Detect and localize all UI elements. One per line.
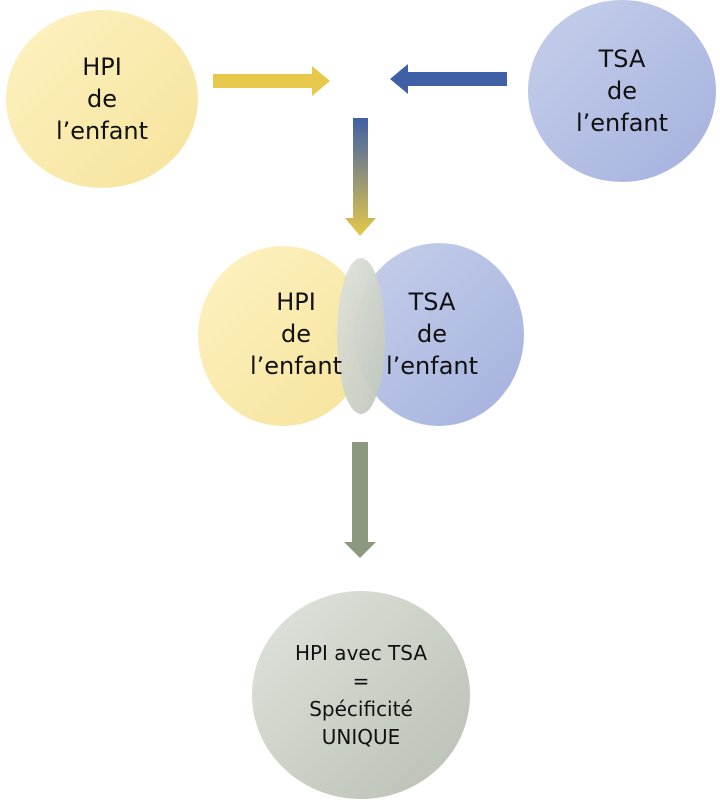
result-line-4: UNIQUE [321, 725, 401, 749]
venn-hpi-label: HPI de l’enfant [248, 286, 344, 382]
venn-overlap [337, 258, 385, 414]
result-line-1: HPI avec TSA [294, 641, 428, 665]
result-line-3: Spécificité [309, 697, 413, 721]
tsa-circle-top-line-3: l’enfant [575, 109, 669, 137]
arrow-left-icon [390, 64, 507, 94]
venn-tsa-line-1: TSA [408, 288, 456, 316]
result-circle: HPI avec TSA = Spécificité UNIQUE [252, 591, 470, 799]
tsa-circle-top-line-1: TSA [598, 45, 646, 73]
tsa-circle-top-line-2: de [607, 77, 637, 105]
arrow-down-result-icon [344, 442, 376, 558]
tsa-circle-top: TSA de l’enfant [528, 0, 716, 182]
arrow-down-merge-icon [345, 118, 376, 236]
venn-tsa-line-3: l’enfant [385, 352, 479, 380]
hpi-circle-top-line-3: l’enfant [55, 117, 149, 145]
hpi-circle-top-line-2: de [87, 85, 117, 113]
venn-hpi-line-2: de [281, 320, 311, 348]
venn-hpi-line-1: HPI [276, 288, 316, 316]
hpi-circle-top-line-1: HPI [82, 53, 122, 81]
hpi-circle-top: HPI de l’enfant [6, 10, 198, 188]
result-line-2: = [352, 669, 370, 693]
venn-tsa-line-2: de [417, 320, 447, 348]
arrow-right-icon [213, 66, 330, 96]
venn-tsa-label: TSA de l’enfant [382, 286, 482, 382]
venn-hpi-line-3: l’enfant [249, 352, 343, 380]
